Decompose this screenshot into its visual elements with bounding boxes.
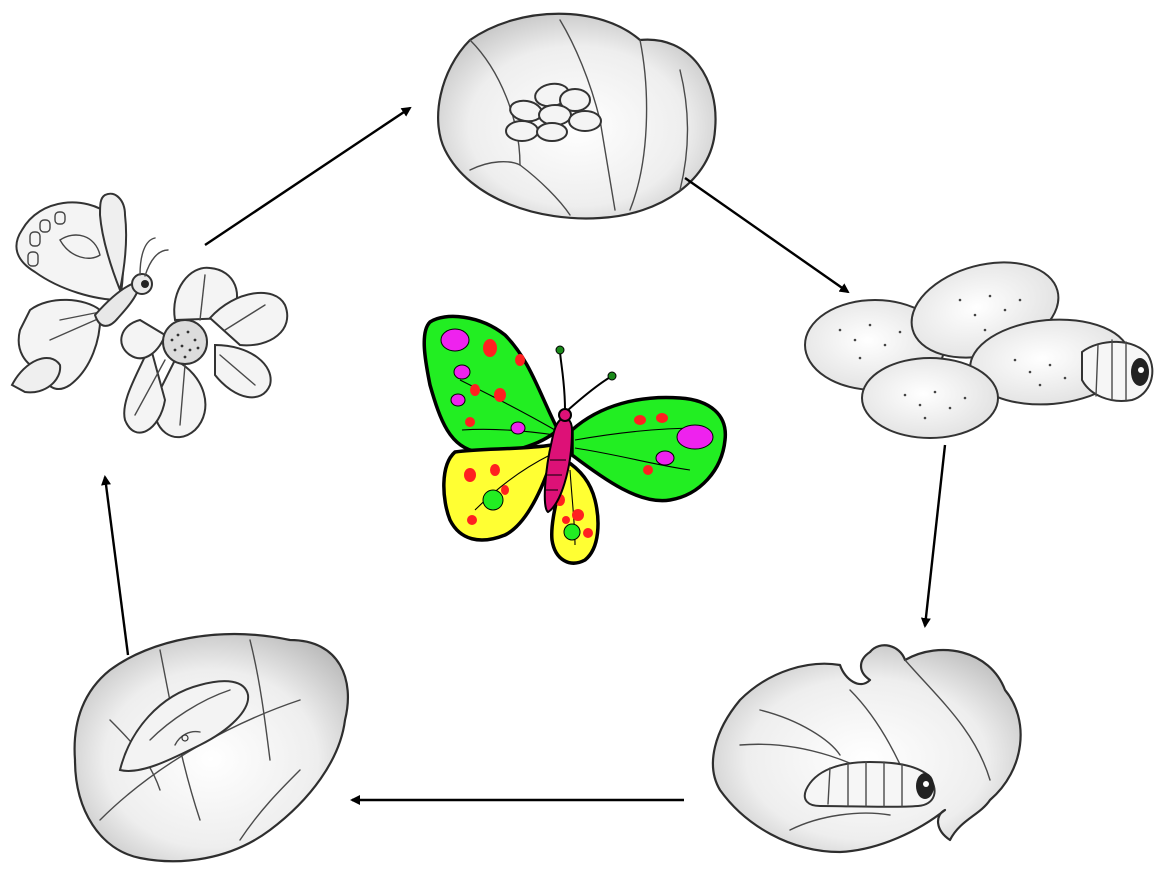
eggs-on-leaf-icon (438, 14, 715, 219)
caterpillar-icon (713, 645, 1021, 852)
arrow-hatching-to-caterpillar (925, 445, 945, 626)
hatching-larva-icon (805, 247, 1152, 438)
butterfly-flower-icon (12, 194, 287, 437)
chrysalis-icon (75, 634, 348, 861)
arrow-butterfly-to-eggs (205, 108, 410, 245)
arrow-eggs-to-hatching (685, 178, 848, 292)
colorful-butterfly-icon (424, 316, 725, 563)
arrow-chrysalis-to-butterfly (105, 477, 128, 655)
